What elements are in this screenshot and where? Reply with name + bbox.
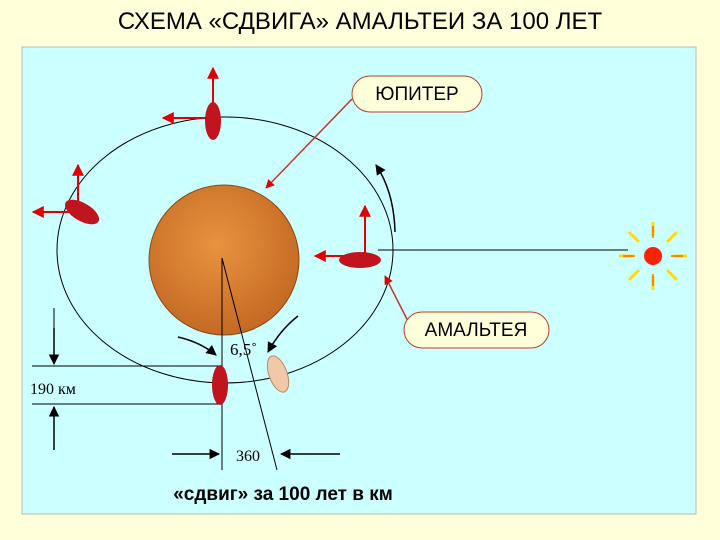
jupiter-label-box (351, 75, 483, 113)
angle-arc-right (267, 315, 299, 353)
angle-arc-left (177, 336, 217, 356)
jupiter-label: ЮПИТЕР (375, 84, 458, 105)
amalthea-shifted-icon (266, 355, 290, 393)
amalthea-label-box (403, 311, 550, 349)
amalthea-label: АМАЛЬТЕЯ (425, 320, 528, 341)
distance-360-label: 360 (236, 448, 260, 465)
jupiter-icon (148, 184, 300, 336)
angle-label: 6,5˚ (230, 340, 257, 359)
shift-caption: «сдвиг» за 100 лет в км (173, 484, 393, 505)
jupiter-callout-line (265, 98, 353, 189)
orbit-direction-arrow (375, 164, 396, 233)
moon-top (161, 66, 221, 140)
moon-left (31, 163, 100, 225)
page-title: СХЕМА «СДВИГА» АМАЛЬТЕИ ЗА 100 ЛЕТ (117, 8, 603, 35)
diagram-panel (21, 46, 697, 515)
distance-190-label: 190 км (30, 381, 76, 398)
sun-icon (619, 222, 687, 290)
radius-line-2 (221, 257, 278, 471)
amalthea-icon (212, 365, 228, 405)
moon-right (313, 204, 381, 268)
